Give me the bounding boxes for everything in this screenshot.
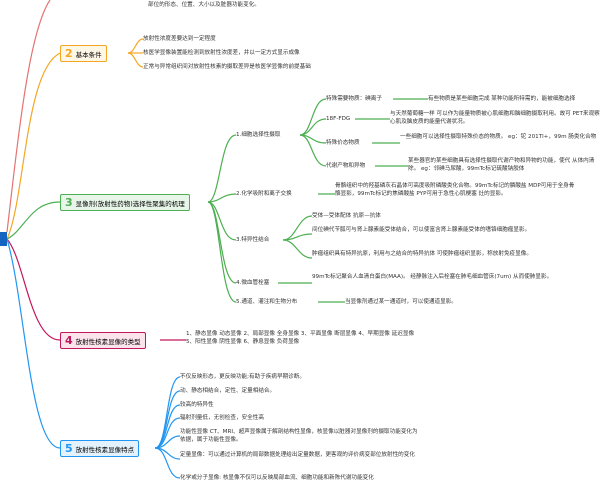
- link-mech-sub-1: [207, 134, 237, 203]
- sub-cell-selective-uptake[interactable]: 1.细胞选择性摄取: [236, 132, 281, 138]
- branch-2-basic-conditions[interactable]: 2 基本条件: [60, 45, 107, 62]
- branch-4-number: 4: [65, 334, 73, 347]
- feature-item-2: 动、静态相结合，定性、定量相结合。: [180, 388, 276, 394]
- link-cond-3: [127, 52, 144, 68]
- uptake-fdg[interactable]: 18F-FDG: [326, 116, 351, 122]
- binding-note-3: 肿瘤组织具有特异抗原，利用与之结合的特异抗体 可使肿瘤组织显影，称放射免疫显像。: [312, 251, 532, 257]
- branch-3-number: 3: [65, 196, 73, 209]
- link-root-branch-5: [6, 238, 61, 449]
- sub-specific-binding[interactable]: 3.特异性结合: [236, 237, 270, 243]
- condition-item-2: 核医学显像装置能检测到放射性浓度差，并以一定方式显示成像: [143, 50, 300, 56]
- top-fragment-text: 部位的形态、位置、大小以及脏器功能变化。: [148, 2, 260, 8]
- channel-perfusion-desc: 当显像剂通过某一通道时，可以使通道显影。: [345, 299, 457, 305]
- link-cond-1: [127, 38, 144, 54]
- branch-2-label: 基本条件: [75, 50, 102, 59]
- sub-microvascular-embolism[interactable]: 4.微血管栓塞: [236, 280, 270, 286]
- link-mech-sub-2: [207, 193, 237, 203]
- sub-chemical-adsorption[interactable]: 2.化学吸附和离子交换: [236, 191, 292, 197]
- branch-4-imaging-types[interactable]: 4 放射性核素显像的类型: [60, 332, 146, 349]
- root-node-stub[interactable]: [0, 232, 7, 246]
- link-mech-sub-5: [207, 201, 237, 303]
- branch-3-mechanism[interactable]: 3 显像剂(放射性药物)选择性聚集的机理: [60, 194, 190, 211]
- branch-5-label: 放射性核素显像特点: [75, 445, 135, 454]
- link-feature-1: [154, 376, 181, 449]
- uptake-special-substance-desc: 有些物质是某些细胞完成 某种功能所特需的，能被细胞选择: [428, 96, 576, 102]
- uptake-fdg-desc: 与天然葡萄糖一样 可以作为能量物质被心肌细胞和脑细胞摄取利用。故可 PET来观察…: [390, 111, 600, 125]
- link-root-branch-2: [6, 52, 61, 240]
- feature-item-3: 较高的特异性: [180, 402, 214, 408]
- feature-item-6: 定量显像：可以通过计算机的局部数据处理给出定量数据，更客观的评价病变部位放射性的…: [180, 452, 415, 458]
- branch-5-imaging-features[interactable]: 5 放射性核素显像特点: [60, 440, 140, 457]
- condition-item-3: 正常与异常组织间对放射性核素的摄取差异是核医学显像的前提基础: [143, 64, 311, 70]
- link-binding-3: [282, 239, 313, 259]
- chemical-adsorption-desc: 骨骼组织中的羟基磷灰石晶体可高度吸附磷酸类化合物。99mTc标记的膦酸盐 MDP…: [335, 183, 575, 197]
- feature-item-5: 功能性显像 CT、MRI、超声显像属于解剖结构性显像，核显像以脏器对显像剂的摄取…: [180, 429, 418, 443]
- link-uptake-1: [299, 98, 327, 136]
- uptake-valence-substance[interactable]: 特殊价态物质: [326, 140, 360, 146]
- binding-note-1: 受体—受体配体 抗原—抗体: [312, 213, 381, 219]
- link-feature-5: [154, 435, 181, 449]
- link-root-branch-3: [6, 201, 61, 240]
- feature-item-4: 辐射剂量低，无创检查，安全性高: [180, 415, 264, 421]
- branch-5-number: 5: [65, 442, 73, 455]
- uptake-valence-desc: 一些细胞可以选择性摄取特殊价态的物质。 eg：铊 201Tl+，99m 肠类化合…: [400, 134, 597, 140]
- microvascular-embolism-desc: 99mTc标记聚合人血清白蛋白(MAA)。 经静脉注入后栓塞在肺毛细血管床(7u…: [312, 274, 553, 280]
- link-binding-2: [282, 233, 313, 241]
- condition-item-1: 放射性浓度差要达到一定程度: [143, 36, 216, 42]
- binding-note-2: 间位碘代苄胍可与肾上腺素能受体结合，可以使富含肾上腺素能受体的嗜铬细胞瘤显影。: [312, 227, 531, 233]
- link-feature-4: [154, 417, 181, 449]
- sub-channel-perfusion[interactable]: 5.通道、灌注和生物分布: [236, 299, 298, 305]
- link-root-top: [6, 0, 51, 233]
- branch-2-number: 2: [65, 47, 73, 60]
- branch-3-label: 显像剂(放射性药物)选择性聚集的机理: [75, 199, 185, 208]
- link-feature-7: [154, 447, 181, 479]
- imaging-types-desc: 1、静态显像 动态显像 2、局部显像 全身显像 3、平面显像 断层显像 4、早期…: [186, 331, 415, 345]
- feature-item-1: 不仅反映形态，更反映功能;有助于疾病早期诊断。: [180, 374, 305, 380]
- link-uptake-2: [299, 118, 327, 136]
- link-uptake-4: [299, 134, 327, 167]
- feature-item-7: 化学或分子显像: 核显像不仅可以反映局部血流、细胞功能和新陈代谢功能变化: [180, 475, 374, 481]
- branch-4-label: 放射性核素显像的类型: [75, 337, 141, 346]
- link-mech-sub-4: [207, 201, 237, 284]
- uptake-special-substance[interactable]: 特殊需要物质：碘离子: [326, 96, 382, 102]
- link-root-branch-4: [6, 238, 61, 341]
- uptake-metabolites[interactable]: 代谢产物和异物: [326, 163, 366, 169]
- uptake-metabolites-desc: 某些器官的某些细胞具有选择性摄取代谢产物和异物的功能，使代 从体内清除。 eg：…: [408, 158, 595, 172]
